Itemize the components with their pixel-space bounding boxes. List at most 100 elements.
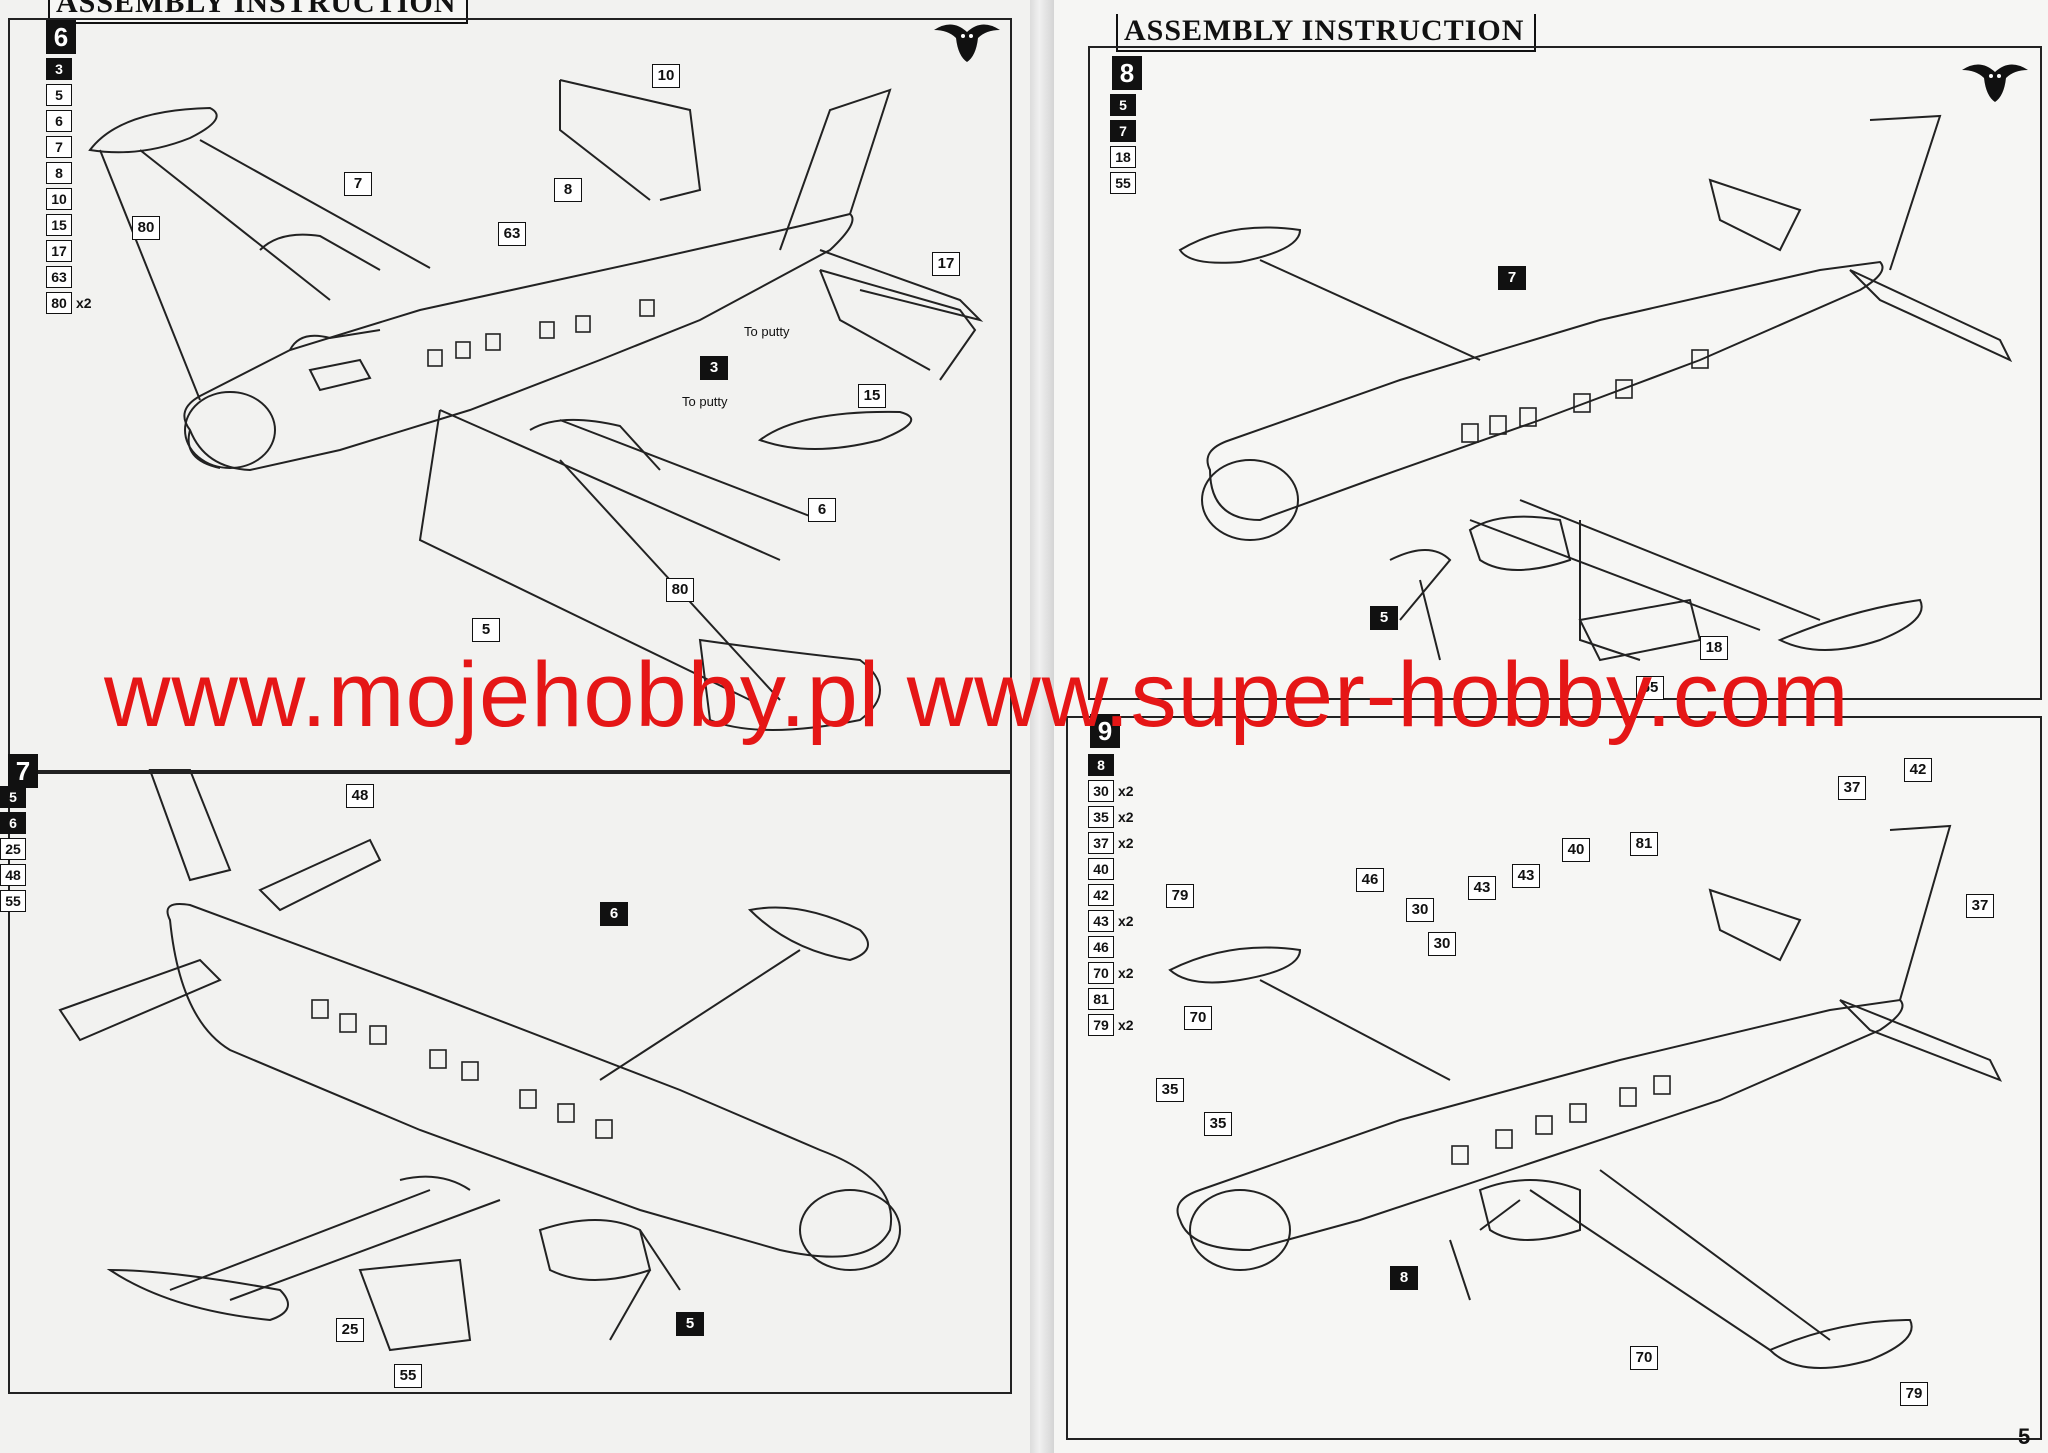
- step9-part-item: 81: [1088, 988, 1134, 1010]
- step9-callout-43a: 43: [1468, 876, 1496, 900]
- step9-aircraft-drawing: [1168, 824, 2003, 1369]
- step9-part-quantity: x2: [1118, 835, 1134, 851]
- step9-part-quantity: x2: [1118, 965, 1134, 981]
- step6-part-item: 15: [46, 214, 92, 236]
- step8-parts-list: 5 7 18 55: [1110, 94, 1136, 194]
- step7-parts-list: 5 6 25 48 55: [0, 786, 26, 912]
- step9-part-number: 37: [1088, 832, 1114, 854]
- step7-part-item: 25: [0, 838, 26, 860]
- step7-part-item: 5: [0, 786, 26, 808]
- step6-callout-10: 10: [652, 64, 680, 88]
- step6-part-number: 6: [46, 110, 72, 132]
- step6-callout-6: 6: [808, 498, 836, 522]
- step7-part-item: 55: [0, 890, 26, 912]
- step6-callout-3: 3: [700, 356, 728, 380]
- right-page: [1040, 0, 2048, 1453]
- step6-callout-17: 17: [932, 252, 960, 276]
- watermark-text: www.mojehobby.pl www.super-hobby.com: [104, 644, 1850, 746]
- step9-callout-81: 81: [1630, 832, 1658, 856]
- step6-note-putty-2: To putty: [682, 394, 728, 409]
- page-title-right: ASSEMBLY INSTRUCTION: [1116, 14, 1537, 52]
- step9-callout-8: 8: [1390, 1266, 1418, 1290]
- step6-part-number: 3: [46, 58, 72, 80]
- step9-part-number: 30: [1088, 780, 1114, 802]
- step8-number: 8: [1112, 56, 1142, 90]
- step9-callout-46: 46: [1356, 868, 1384, 892]
- step7-aircraft-drawing: [58, 769, 901, 1352]
- step8-part-number: 18: [1110, 146, 1136, 168]
- step9-part-number: 43: [1088, 910, 1114, 932]
- step9-callout-40: 40: [1562, 838, 1590, 862]
- step6-part-item: 63: [46, 266, 92, 288]
- step7-callout-5: 5: [676, 1312, 704, 1336]
- step7-part-item: 6: [0, 812, 26, 834]
- step6-callout-15: 15: [858, 384, 886, 408]
- step9-callout-79a: 79: [1166, 884, 1194, 908]
- step6-number: 6: [46, 20, 76, 54]
- step9-callout-37a: 37: [1838, 776, 1866, 800]
- step9-callout-79b: 79: [1900, 1382, 1928, 1406]
- step6-note-putty-1: To putty: [744, 324, 790, 339]
- step9-callout-42: 42: [1904, 758, 1932, 782]
- step7-callout-55: 55: [394, 1364, 422, 1388]
- step6-callout-8: 8: [554, 178, 582, 202]
- step9-part-number: 81: [1088, 988, 1114, 1010]
- step6-callout-5: 5: [472, 618, 500, 642]
- step9-callout-43b: 43: [1512, 864, 1540, 888]
- step8-part-number: 5: [1110, 94, 1136, 116]
- step8-callout-55: 55: [1636, 676, 1664, 700]
- step9-part-number: 46: [1088, 936, 1114, 958]
- step7-callout-25: 25: [336, 1318, 364, 1342]
- step9-callout-70b: 70: [1630, 1346, 1658, 1370]
- step6-part-item: 10: [46, 188, 92, 210]
- step9-callout-35a: 35: [1156, 1078, 1184, 1102]
- step9-part-quantity: x2: [1118, 783, 1134, 799]
- step9-number: 9: [1090, 714, 1120, 748]
- step9-part-item: 40: [1088, 858, 1134, 880]
- step6-part-number: 7: [46, 136, 72, 158]
- step8-callout-18: 18: [1700, 636, 1728, 660]
- step6-part-number: 80: [46, 292, 72, 314]
- step8-part-item: 55: [1110, 172, 1136, 194]
- step7-number: 7: [8, 754, 38, 788]
- step8-frame: [1088, 46, 2042, 700]
- step6-callout-80b: 80: [666, 578, 694, 602]
- step7-frame: [8, 770, 1012, 1394]
- step8-part-item: 18: [1110, 146, 1136, 168]
- owl-logo-icon-right: [1962, 64, 2028, 102]
- step6-part-item: 3: [46, 58, 92, 80]
- owl-logo-icon: [934, 24, 1000, 62]
- step8-part-number: 7: [1110, 120, 1136, 142]
- step9-part-quantity: x2: [1118, 809, 1134, 825]
- step9-callout-30b: 30: [1428, 932, 1456, 956]
- page-gutter: [1030, 0, 1054, 1453]
- step8-part-number: 55: [1110, 172, 1136, 194]
- step6-part-item: 7: [46, 136, 92, 158]
- step6-part-quantity: x2: [76, 295, 92, 311]
- step6-part-number: 10: [46, 188, 72, 210]
- step9-callout-35b: 35: [1204, 1112, 1232, 1136]
- step7-part-item: 48: [0, 864, 26, 886]
- step6-part-number: 17: [46, 240, 72, 262]
- step7-part-number: 6: [0, 812, 26, 834]
- step9-callout-30a: 30: [1406, 898, 1434, 922]
- step9-part-number: 42: [1088, 884, 1114, 906]
- step9-part-quantity: x2: [1118, 913, 1134, 929]
- step7-part-number: 48: [0, 864, 26, 886]
- step6-part-item: 6: [46, 110, 92, 132]
- step9-part-item: 42: [1088, 884, 1134, 906]
- step6-callout-80a: 80: [132, 216, 160, 240]
- step9-part-number: 79: [1088, 1014, 1114, 1036]
- step9-part-item: 46: [1088, 936, 1134, 958]
- step6-part-number: 63: [46, 266, 72, 288]
- step6-part-number: 5: [46, 84, 72, 106]
- step9-callout-37b: 37: [1966, 894, 1994, 918]
- step8-callout-5: 5: [1370, 606, 1398, 630]
